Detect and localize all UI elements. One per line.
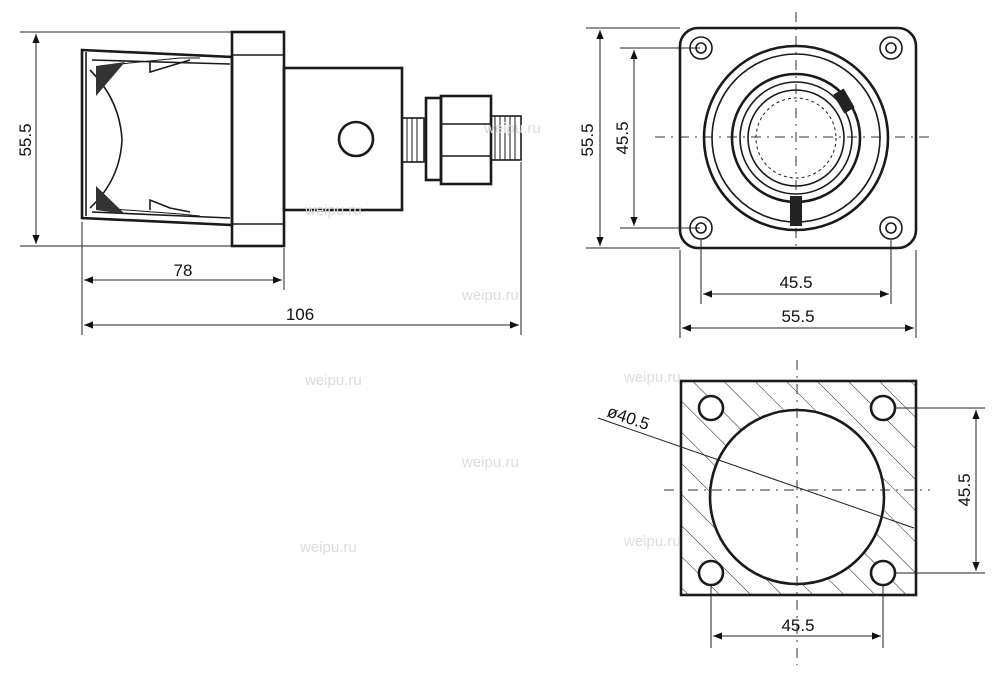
side-view-hole <box>337 120 375 158</box>
front-view-key <box>790 196 802 226</box>
watermarks: weipu.ru weipu.ru weipu.ru weipu.ru weip… <box>299 120 681 556</box>
watermark: weipu.ru <box>461 454 519 471</box>
side-view-thread-tail <box>490 115 522 161</box>
front-view-rings <box>702 44 890 232</box>
side-view-shell <box>80 48 234 227</box>
watermark: weipu.ru <box>623 533 681 550</box>
dim-cutout-diameter: ø40.5 <box>605 402 652 434</box>
side-view-flange <box>230 30 286 248</box>
watermark: weipu.ru <box>461 287 519 304</box>
dim-front-hole-w: 45.5 <box>779 273 812 292</box>
side-view: 55.5 78 106 <box>16 30 522 335</box>
watermark: weipu.ru <box>299 539 357 556</box>
dim-side-height: 55.5 <box>16 123 35 156</box>
dim-cutout-hole-v: 45.5 <box>955 473 974 506</box>
side-view-body <box>282 66 404 212</box>
side-view-thread-stub <box>401 117 425 163</box>
front-view: 55.5 45.5 45.5 55.5 <box>578 12 935 338</box>
dim-front-outer-h: 55.5 <box>578 123 597 156</box>
watermark: weipu.ru <box>304 372 362 389</box>
panel-cutout-view: ø40.5 45.5 45.5 <box>597 360 985 665</box>
watermark: weipu.ru <box>623 369 681 386</box>
watermark: weipu.ru <box>483 120 541 137</box>
front-view-flange <box>678 26 918 250</box>
dim-side-total-len: 106 <box>286 305 314 324</box>
dim-front-hole-h: 45.5 <box>613 121 632 154</box>
dim-side-flange-len: 78 <box>174 261 193 280</box>
dim-front-outer-w: 55.5 <box>781 307 814 326</box>
dim-cutout-hole-h: 45.5 <box>781 616 814 635</box>
side-view-nut <box>439 94 493 186</box>
watermark: weipu.ru <box>304 202 362 219</box>
side-view-washer <box>424 96 443 182</box>
